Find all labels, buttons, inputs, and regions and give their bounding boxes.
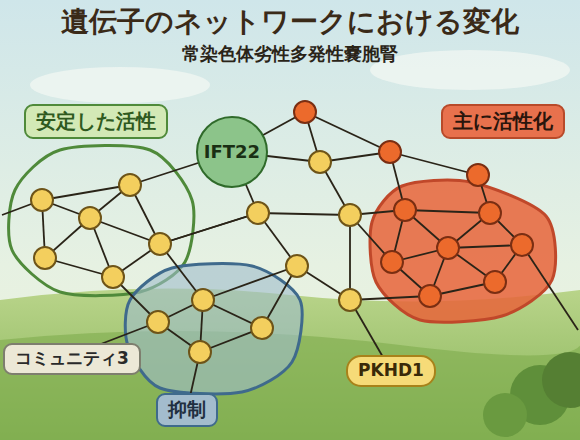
gene-dot [419, 285, 441, 307]
suppressed-label-box: 抑制 [156, 393, 218, 427]
node-label: PKHD1 [358, 361, 424, 381]
network-link [305, 112, 390, 152]
stable-label-box: 安定した活性 [24, 104, 168, 139]
gene-dot [309, 151, 331, 173]
gene-dot [119, 174, 141, 196]
node-label: 抑制 [168, 399, 206, 421]
bush [542, 352, 580, 408]
network-link [160, 213, 258, 244]
gene-dot [339, 204, 361, 226]
gene-dot [286, 255, 308, 277]
title: 遺伝子のネットワークにおける変化 [0, 6, 580, 38]
gene-dot [102, 266, 124, 288]
network-link [203, 266, 297, 300]
gene-dot [484, 271, 506, 293]
activated-region [370, 180, 556, 322]
network-link [405, 210, 490, 213]
network-link [160, 213, 258, 244]
gene-dot [394, 199, 416, 221]
community-label-box: コミュニティ3 [3, 343, 141, 375]
hub-gene-circle: IFT22 [196, 116, 268, 188]
gene-dot [467, 164, 489, 186]
gene-dot [294, 101, 316, 123]
gene-dot [339, 289, 361, 311]
network-link [42, 185, 130, 200]
network-link [258, 213, 350, 215]
network-link [350, 296, 430, 300]
network-link [390, 152, 478, 175]
cloud [30, 67, 210, 103]
gene-dot [479, 202, 501, 224]
gene-dot [511, 234, 533, 256]
gene-dot [189, 341, 211, 363]
gene-dot [79, 207, 101, 229]
gene-dot [192, 289, 214, 311]
suppressed-region [125, 264, 302, 394]
gene-dot [437, 237, 459, 259]
node-label: 安定した活性 [36, 110, 156, 133]
gene-label-box: PKHD1 [346, 355, 436, 387]
gene-dot [34, 247, 56, 269]
gene-dot [149, 233, 171, 255]
activated-label-box: 主に活性化 [441, 104, 565, 139]
network-link [522, 245, 578, 330]
gene-dot [31, 189, 53, 211]
node-label: 主に活性化 [453, 110, 553, 133]
gene-dot [381, 251, 403, 273]
node-label: コミュニティ3 [15, 349, 129, 369]
gene-dot [379, 141, 401, 163]
gene-dot [251, 317, 273, 339]
subtitle: 常染色体劣性多発性嚢胞腎 [0, 44, 580, 65]
network-link [349, 215, 351, 300]
gene-dot [247, 202, 269, 224]
cloud [370, 50, 570, 90]
gene-dot [147, 311, 169, 333]
bush [483, 393, 527, 437]
node-label: IFT22 [204, 142, 260, 163]
